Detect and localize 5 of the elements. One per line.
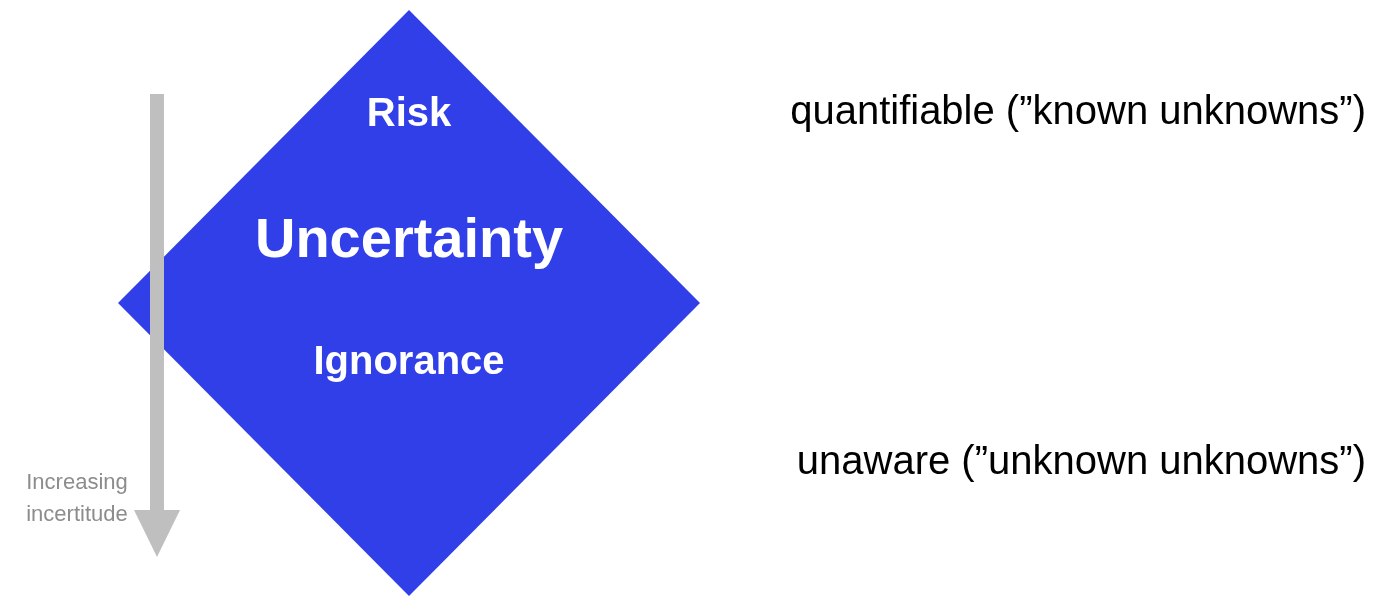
diamond-label: Ignorance (312, 340, 506, 380)
annotation-text: quantifiable (”known unknowns”) (790, 90, 1366, 130)
diamond-label: Risk (365, 92, 453, 132)
axis-label: Increasing incertitude (25, 468, 129, 528)
annotation-text: unaware (”unknown unknowns”) (796, 440, 1366, 480)
